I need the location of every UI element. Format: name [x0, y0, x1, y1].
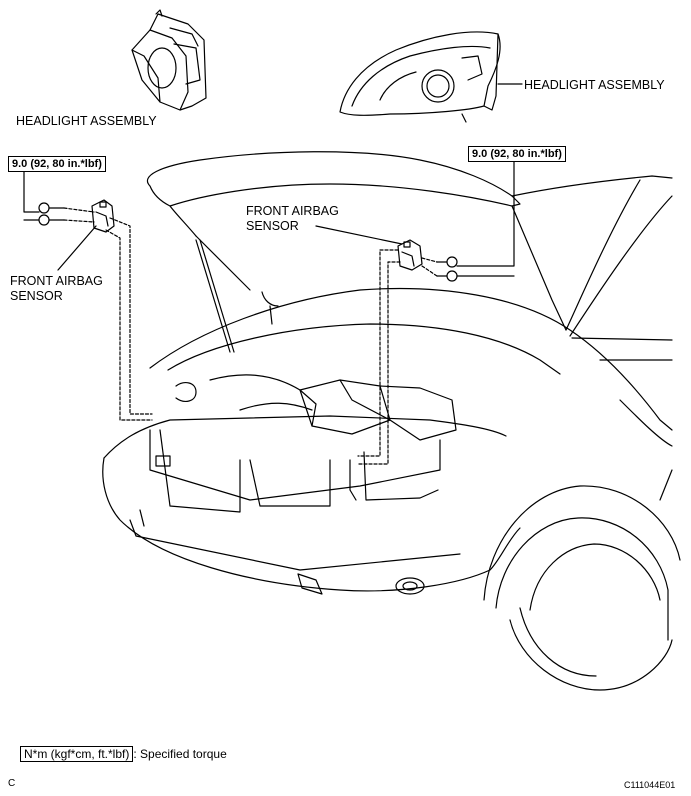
front-airbag-sensor-left-label: FRONT AIRBAG SENSOR [10, 274, 103, 304]
torque-legend-text: : Specified torque [133, 747, 227, 761]
front-airbag-sensor-right-line2: SENSOR [246, 219, 299, 233]
headlight-assembly-left-label: HEADLIGHT ASSEMBLY [16, 114, 157, 128]
front-airbag-sensor-left-line2: SENSOR [10, 289, 63, 303]
torque-unit-box: N*m (kgf*cm, ft.*lbf) [20, 746, 134, 762]
torque-legend: N*m (kgf*cm, ft.*lbf): Specified torque [20, 746, 227, 762]
headlight-assembly-right-label: HEADLIGHT ASSEMBLY [524, 78, 665, 92]
figure-code: C111044E01 [624, 780, 676, 790]
front-airbag-sensor-right-drawing [316, 162, 514, 500]
headlight-assembly-left-drawing [132, 10, 206, 110]
corner-label-left: C [8, 778, 16, 789]
front-airbag-sensor-right-label: FRONT AIRBAG SENSOR [246, 204, 339, 234]
torque-spec-left: 9.0 (92, 80 in.*lbf) [8, 156, 106, 172]
front-airbag-sensor-left-line1: FRONT AIRBAG [10, 274, 103, 288]
vehicle-body [103, 152, 680, 690]
headlight-assembly-right-drawing [340, 32, 522, 122]
front-airbag-sensor-left-drawing [24, 170, 152, 420]
torque-spec-right: 9.0 (92, 80 in.*lbf) [468, 146, 566, 162]
front-airbag-sensor-right-line1: FRONT AIRBAG [246, 204, 339, 218]
